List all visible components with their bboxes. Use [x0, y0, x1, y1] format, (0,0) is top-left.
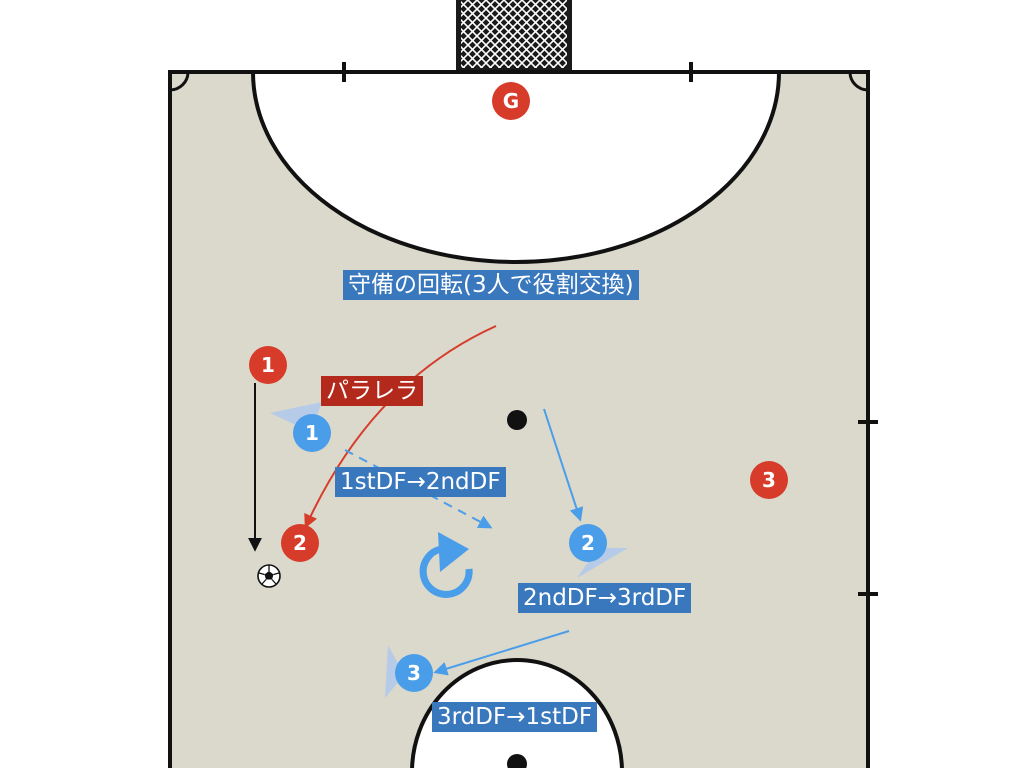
- rotation-label-1st-to-2nd: 1stDF→2ndDF: [335, 467, 506, 497]
- corner-arc-right: [848, 71, 869, 92]
- attacker-3-marker: 3: [750, 461, 788, 499]
- defender-3-marker: 3: [395, 654, 433, 692]
- goalkeeper-marker: G: [492, 82, 530, 120]
- corner-arc-left: [169, 71, 190, 92]
- defender-3-facing: [385, 645, 404, 698]
- defender-1-label: 1: [305, 421, 319, 445]
- defender-2-facing: [577, 548, 628, 578]
- defender-3-label: 3: [407, 661, 421, 685]
- attacker-2-label: 2: [293, 531, 307, 555]
- goal-net-icon: [456, 0, 572, 72]
- attacker-1-label: 1: [261, 353, 275, 377]
- parallel-label: パラレラ: [321, 376, 423, 406]
- defender-2-marker: 2: [569, 524, 607, 562]
- penalty-area: [250, 70, 782, 264]
- defender-2-move-arrow: [543, 408, 584, 522]
- rotation-arrow-icon: [419, 532, 473, 598]
- defender-2-label: 2: [581, 531, 595, 555]
- rotation-label-3rd-to-1st: 3rdDF→1stDF: [432, 702, 598, 732]
- soccer-ball-icon: [257, 564, 281, 588]
- defender-1-marker: 1: [293, 414, 331, 452]
- diagram-title: 守備の回転(3人で役割交換): [343, 270, 639, 300]
- rotation-label-2nd-to-3rd: 2ndDF→3rdDF: [518, 583, 692, 613]
- center-spot: [507, 754, 527, 768]
- attacker-3-label: 3: [762, 468, 776, 492]
- penalty-spot: [507, 410, 527, 430]
- defender-3-move-arrow: [433, 630, 570, 676]
- goalkeeper-label: G: [503, 89, 519, 113]
- attacker-2-marker: 2: [281, 524, 319, 562]
- attacker-1-marker: 1: [249, 346, 287, 384]
